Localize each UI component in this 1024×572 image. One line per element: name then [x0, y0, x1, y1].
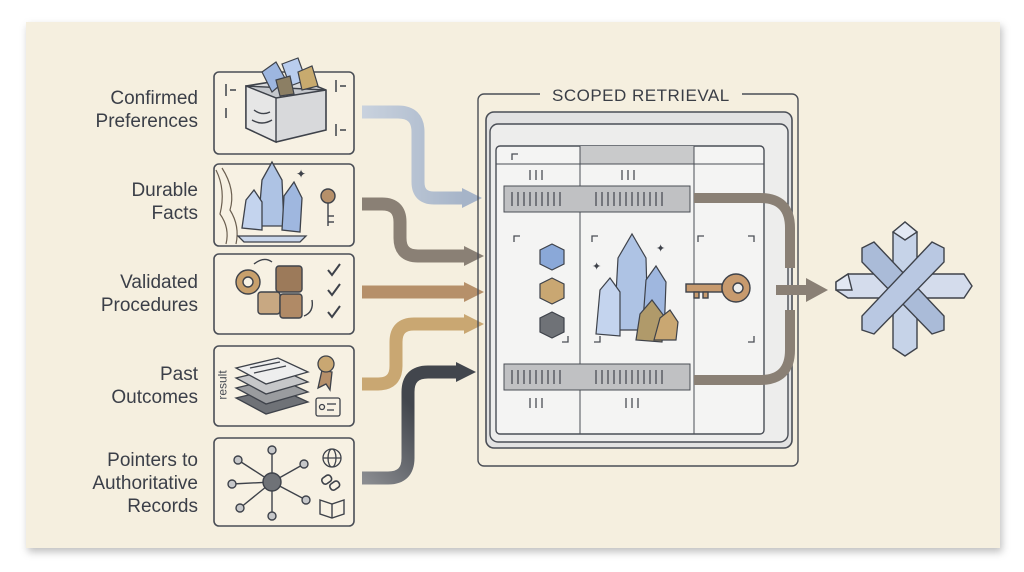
- wood-grain-icon: [215, 167, 238, 245]
- crystal-cluster-icon: [236, 160, 308, 243]
- key-icon: [320, 188, 336, 226]
- flow-arrow-outcomes: [362, 314, 484, 391]
- network-graph-icon: [227, 445, 311, 521]
- output-arrows: [694, 193, 828, 385]
- panel-title: SCOPED RETRIEVAL: [540, 86, 742, 106]
- category-label-procedures: Validated Procedures: [100, 272, 198, 316]
- category-label-facts: Durable Facts: [131, 180, 198, 224]
- key-large-icon: [685, 273, 751, 303]
- link-icon: [320, 474, 341, 491]
- flow-arrow-pointers: [362, 362, 476, 485]
- icon-card-outcomes: [213, 345, 355, 427]
- crystal-cluster-center-icon: [595, 232, 679, 343]
- settings-card-icon: [315, 397, 341, 417]
- scoped-retrieval-panel: ✦ ✦: [477, 93, 799, 467]
- category-label-preferences: Confirmed Preferences: [95, 88, 198, 132]
- result-tag: result: [215, 370, 230, 400]
- combined-crystal-star-icon: [835, 221, 973, 357]
- icon-card-pointers: [213, 437, 355, 527]
- gears-puzzle-icon: [235, 258, 314, 319]
- category-label-outcomes: Past Outcomes: [111, 364, 198, 408]
- flow-arrow-procedures: [362, 282, 484, 302]
- box-of-crystals-icon: [245, 57, 327, 144]
- book-icon: [319, 499, 345, 519]
- gem-gray-icon: [539, 311, 565, 339]
- svg-text:✦: ✦: [296, 167, 306, 181]
- icon-card-facts: ✦: [213, 160, 355, 247]
- category-label-pointers: Pointers to Authoritative Records: [92, 450, 198, 517]
- globe-icon: [322, 448, 342, 468]
- gem-gold-icon: [539, 277, 565, 305]
- gem-blue-icon: [539, 243, 565, 271]
- flow-arrow-preferences: [362, 105, 482, 208]
- ribbon-award-icon: [317, 355, 335, 392]
- icon-card-preferences: [213, 57, 355, 155]
- icon-card-procedures: [213, 253, 355, 335]
- list-marks-icon: [225, 80, 346, 136]
- flow-arrow-facts: [362, 197, 484, 266]
- stacked-documents-icon: [234, 357, 310, 415]
- svg-text:✦: ✦: [656, 242, 665, 255]
- checklist-icon: [327, 263, 341, 319]
- svg-text:✦: ✦: [592, 260, 601, 273]
